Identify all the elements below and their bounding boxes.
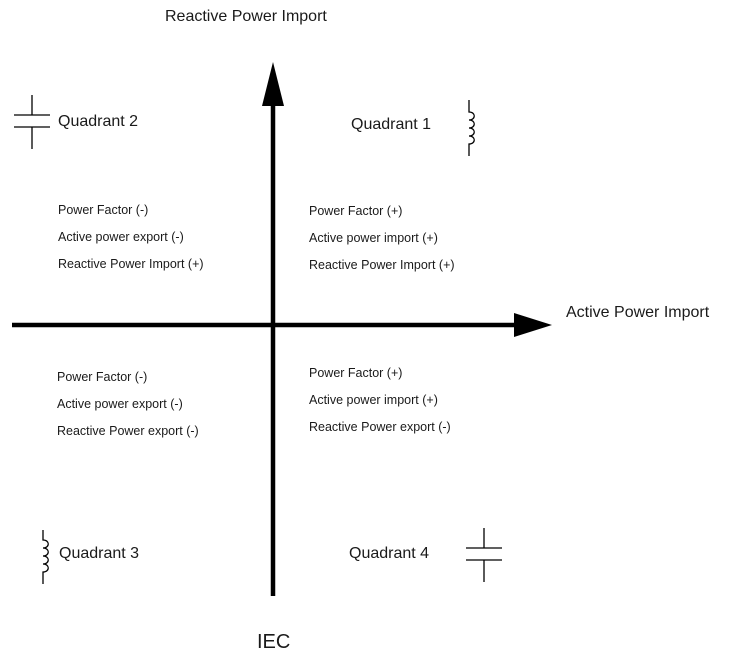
quadrant-3-title: Quadrant 3 — [59, 545, 140, 562]
quadrant-3-reactive-power: Reactive Power export (-) — [57, 424, 199, 438]
quadrant-2-active-power: Active power export (-) — [58, 230, 184, 244]
quadrant-2-title: Quadrant 2 — [58, 113, 139, 130]
quadrant-2-info: Power Factor (-) Active power export (-)… — [58, 197, 204, 278]
standard-label: IEC — [257, 631, 291, 653]
inductor-icon — [42, 530, 49, 584]
quadrant-4-title: Quadrant 4 — [349, 545, 430, 562]
quadrant-3-info: Power Factor (-) Active power export (-)… — [57, 364, 199, 445]
quadrant-2-power-factor: Power Factor (-) — [58, 203, 149, 217]
quadrant-1-title: Quadrant 1 — [351, 116, 432, 133]
y-axis-arrowhead — [262, 62, 284, 106]
capacitor-icon — [466, 528, 502, 582]
quadrant-4-info: Power Factor (+) Active power import (+)… — [309, 360, 451, 441]
x-axis-arrowhead — [514, 313, 552, 337]
quadrant-4-reactive-power: Reactive Power export (-) — [309, 420, 451, 434]
quadrant-2-reactive-power: Reactive Power Import (+) — [58, 257, 204, 271]
inductor-icon — [468, 100, 475, 156]
capacitor-icon — [14, 95, 50, 149]
quadrant-4-active-power: Active power import (+) — [309, 393, 438, 407]
quadrant-3-active-power: Active power export (-) — [57, 397, 183, 411]
y-axis-title: Reactive Power Import — [165, 8, 327, 25]
quadrant-1-power-factor: Power Factor (+) — [309, 204, 403, 218]
quadrant-1-reactive-power: Reactive Power Import (+) — [309, 258, 455, 272]
quadrant-3-power-factor: Power Factor (-) — [57, 370, 148, 384]
quadrant-1-active-power: Active power import (+) — [309, 231, 438, 245]
quadrant-4-power-factor: Power Factor (+) — [309, 366, 403, 380]
x-axis-title: Active Power Import — [566, 304, 710, 321]
quadrant-1-info: Power Factor (+) Active power import (+)… — [309, 198, 455, 279]
